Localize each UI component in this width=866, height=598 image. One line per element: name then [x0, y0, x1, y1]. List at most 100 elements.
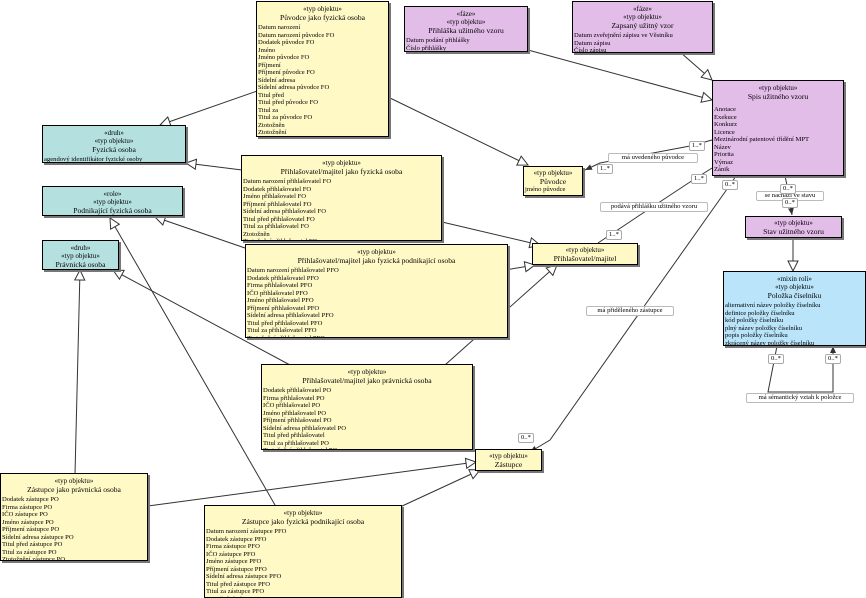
class-attribute: jméno původce	[525, 186, 566, 193]
class-attribute: Sídelní adresa přihlašovatel PO	[263, 424, 346, 432]
class-polozka-ciselniku[interactable]: «mixin roli»«typ objektu»Položka číselní…	[723, 271, 866, 346]
class-attribute: Titul před přihlašovatel FO	[243, 215, 315, 223]
class-attribute: Titul za přihlašovatel PO	[263, 439, 329, 447]
class-attribute: Zástava	[714, 174, 843, 176]
class-attribute: Firma přihlašovatel PO	[263, 394, 325, 402]
class-attribute: Jméno	[258, 46, 276, 54]
class-attribute: Firma přihlašovatel PFO	[247, 282, 313, 289]
class-zastupce[interactable]: «typ objektu»Zástupce	[475, 449, 542, 471]
class-attribute: Dodatek přihlašovatel PFO	[247, 274, 319, 282]
class-name: Přihláška užitného vzoru	[428, 26, 504, 35]
class-pravnicka-osoba[interactable]: «druh»«typ objektu»Právnická osoba	[42, 240, 119, 270]
class-prihlasovatel-fyzicka-podnikajici-osoba[interactable]: «typ objektu»Přihlašovatel/majitel jako …	[245, 244, 508, 338]
gen-zastupce-po-to-pravnicka	[75, 270, 80, 475]
class-prihlasovatel-pravnicka-osoba[interactable]: «typ objektu»Přihlašovatel/majitel jako …	[261, 364, 473, 450]
mult-podava-prihlasku-target: 1..*	[606, 230, 622, 240]
class-attribute: Příjmení	[258, 61, 281, 69]
assoc-label-ma-semanticky-vztah[interactable]: má sémantický vztah k položce	[746, 393, 854, 403]
stereotype: «typ objektu»	[283, 509, 323, 517]
gen-prihlasovatel-po-to-pravnicka	[113, 270, 291, 366]
class-spis-uzitneho-vzoru[interactable]: «typ objektu»Spis užitného vzoru Anotace…	[712, 80, 844, 176]
class-attribute: Datum narození původce FO	[258, 31, 335, 39]
stereotype: «typ objektu»	[623, 13, 662, 21]
class-name: Přihlašovatel/majitel	[553, 254, 617, 263]
class-zastupce-fyzicka-podnikajici-osoba[interactable]: «typ objektu»Zástupce jako fyzická podni…	[204, 505, 402, 598]
class-podnikajici-fyzicka-osoba[interactable]: «role»«typ objektu»Podnikající fyzická o…	[42, 186, 183, 216]
class-prihlaska-uzitneho-vzoru[interactable]: «fáze»«typ objektu»Přihláška užitného vz…	[404, 6, 528, 52]
class-attribute: Jméno původce FO	[258, 54, 310, 61]
class-attribute: Titul za přihlašovatel PFO	[247, 327, 317, 334]
stereotype: «typ objektu»	[775, 283, 814, 291]
stereotype: «typ objektu»	[489, 452, 528, 460]
stereotype: «typ objektu»	[774, 219, 813, 227]
class-attribute: Titul za původce FO	[258, 114, 313, 121]
class-attribute: Titul před přihlašovatel PFO	[247, 319, 323, 327]
class-attribute: kód položky číselníku	[725, 317, 784, 324]
class-attribute: Dodatek zástupce PO	[2, 496, 59, 503]
gen-prihlasovatel-fo-to-prihlasovatel	[441, 221, 540, 245]
class-name: Původce jako fyzická osoba	[280, 13, 365, 22]
class-attribute: IČO přihlašovatel PO	[263, 402, 321, 409]
class-attribute: Dodatek přihlašovatel FO	[243, 185, 312, 193]
class-attribute: Ztotožněn	[258, 121, 285, 129]
class-attribute: Sídelní adresa	[258, 76, 296, 84]
class-name: Původce	[539, 177, 567, 186]
stereotype: «typ objektu»	[565, 246, 605, 254]
class-name: Zástupce	[494, 460, 523, 469]
class-attribute: Mezinárodní patentové třídění MPT	[714, 136, 810, 143]
class-attribute: IČO přihlašovatel PFO	[247, 289, 308, 297]
class-name: Zapsaný užitný vzor	[611, 21, 674, 30]
class-name: Podnikající fyzická osoba	[73, 206, 152, 215]
gen-zastupce-pfo-to-podnikajici	[110, 218, 276, 506]
stereotype: «mixin roli»	[777, 275, 812, 283]
class-name: Přihlašovatel/majitel jako fyzická osoba	[280, 167, 403, 176]
stereotype: «typ objektu»	[61, 252, 100, 260]
gen-zapsany-to-spis	[679, 51, 712, 80]
gen-puvodce-fo-to-fyzicka-osoba	[160, 89, 261, 125]
stereotype: «typ objektu»	[303, 5, 342, 13]
class-attribute: Firma zástupce PFO	[206, 543, 260, 550]
class-attribute: Datum zveřejnění zápisu ve Věstníku	[574, 32, 673, 39]
class-stav-uzitneho-vzoru[interactable]: «typ objektu»Stav užitného vzoru	[745, 216, 842, 238]
class-attribute: Příjmení přihlašovatel PO	[263, 417, 332, 424]
class-zapsany-uzitny-vzor[interactable]: «fáze»«typ objektu»Zapsaný užitný vzor D…	[572, 1, 713, 53]
attribute-list: agendový identifikátor fyzické osoby	[43, 154, 185, 162]
stereotype: «typ objektu»	[54, 477, 94, 485]
mult-ma-prideleneho-zastupce-target: 0..*	[518, 433, 534, 443]
class-attribute: Ztotožnění přihlašovatel PFO	[247, 334, 326, 338]
class-fyzicka-osoba[interactable]: «druh»«typ objektu»Fyzická osoba agendov…	[42, 125, 186, 163]
class-attribute: Titul před přihlašovatel	[263, 432, 325, 439]
assoc-label-podava-prihlasku[interactable]: podává přihlášku užitného vzoru	[600, 202, 708, 212]
class-attribute: Ztotožnění původce FO	[258, 137, 388, 138]
class-puvodce[interactable]: «typ objektu»Původce jméno původce	[523, 166, 583, 196]
stereotype: «typ objektu»	[94, 137, 134, 145]
class-attribute: Číslo zápisu	[574, 47, 607, 53]
stereotype: «fáze»	[633, 5, 652, 13]
class-attribute: Titul před původce FO	[258, 99, 319, 106]
class-name: Přihlašovatel/majitel jako fyzická podni…	[297, 256, 456, 265]
gen-prihlaska-to-spis	[527, 49, 712, 100]
gen-zastupce-pfo-to-zastupce	[399, 470, 480, 508]
assoc-label-ma-uvedeneho-puvodce[interactable]: má uvedeného původce	[608, 153, 698, 163]
mult-ma-semanticky-vztah-target: 0..*	[825, 354, 841, 364]
class-name: Právnická osoba	[55, 260, 106, 269]
class-puvodce-fyzicka-osoba[interactable]: «typ objektu»Původce jako fyzická osoba …	[256, 1, 389, 137]
class-prihlasovatel-majitel[interactable]: «typ objektu»Přihlašovatel/majitel	[532, 243, 638, 265]
class-attribute: Licence	[714, 128, 735, 136]
class-attribute: plný název položky číselníku	[725, 324, 803, 332]
class-attribute: Sídelní adresa původce FO	[258, 84, 330, 91]
assoc-label-ma-prideleneho-zastupce[interactable]: má přiděleného zástupce	[586, 306, 674, 316]
class-attribute: Sídelní adresa zástupce PFO	[206, 573, 282, 580]
class-attribute: IČO zástupce PO	[2, 511, 48, 518]
class-attribute: Název	[714, 143, 731, 151]
class-zastupce-pravnicka-osoba[interactable]: «typ objektu»Zástupce jako právnická oso…	[0, 473, 148, 561]
stereotype: «typ objektu»	[347, 368, 387, 376]
class-prihlasovatel-fyzicka-osoba[interactable]: «typ objektu»Přihlašovatel/majitel jako …	[241, 155, 442, 241]
gen-puvodce-fo-to-puvodce	[389, 97, 528, 165]
class-attribute: Zánik	[714, 166, 730, 173]
class-attribute: Dodatek přihlašovatel PO	[263, 387, 332, 394]
